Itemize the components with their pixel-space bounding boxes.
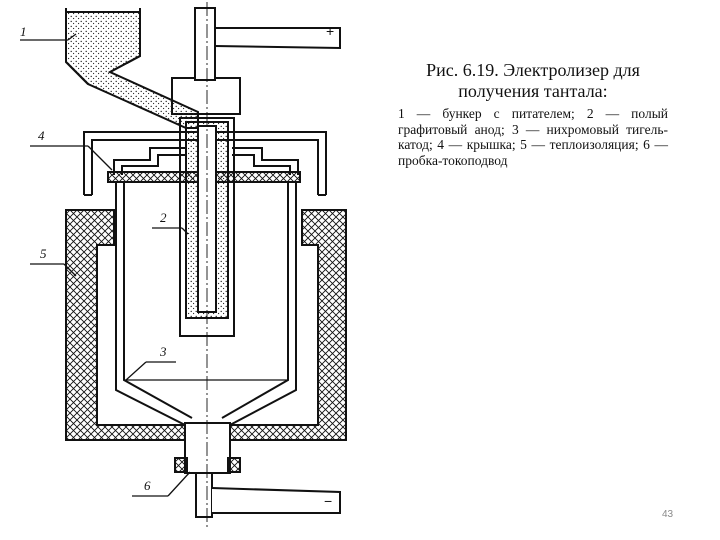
callout-cathode: 3 xyxy=(125,344,176,381)
callout-anode: 2 xyxy=(152,210,189,235)
callout-insulation: 5 xyxy=(30,246,77,277)
figure-title-line-2: получения тантала: xyxy=(458,81,608,101)
callout-5-number: 5 xyxy=(40,246,47,261)
callout-6-number: 6 xyxy=(144,478,151,493)
plug-current-lead xyxy=(174,422,341,518)
figure-caption: Рис. 6.19. Электролизер для получения та… xyxy=(398,60,668,168)
thermal-insulation xyxy=(65,209,347,441)
callout-3-number: 3 xyxy=(159,344,167,359)
hollow-graphite-anode xyxy=(171,7,341,337)
positive-terminal-sign: + xyxy=(326,23,334,39)
callout-lid: 4 xyxy=(30,128,113,171)
callout-1-number: 1 xyxy=(20,24,27,39)
page-number: 43 xyxy=(662,509,674,520)
figure-legend: 1 — бункер с питателем; 2 — полый графит… xyxy=(398,106,668,168)
callout-bunker: 1 xyxy=(20,24,77,41)
callout-plug: 6 xyxy=(132,471,191,497)
figure-title-line-1: Рис. 6.19. Электролизер для xyxy=(426,60,640,80)
callout-4-number: 4 xyxy=(38,128,45,143)
bunker-with-feeder xyxy=(65,8,199,129)
callout-2-number: 2 xyxy=(160,210,167,225)
negative-terminal-sign: − xyxy=(324,493,332,509)
electrolyzer-diagram: + − 1 4 2 5 3 6 xyxy=(20,2,347,530)
